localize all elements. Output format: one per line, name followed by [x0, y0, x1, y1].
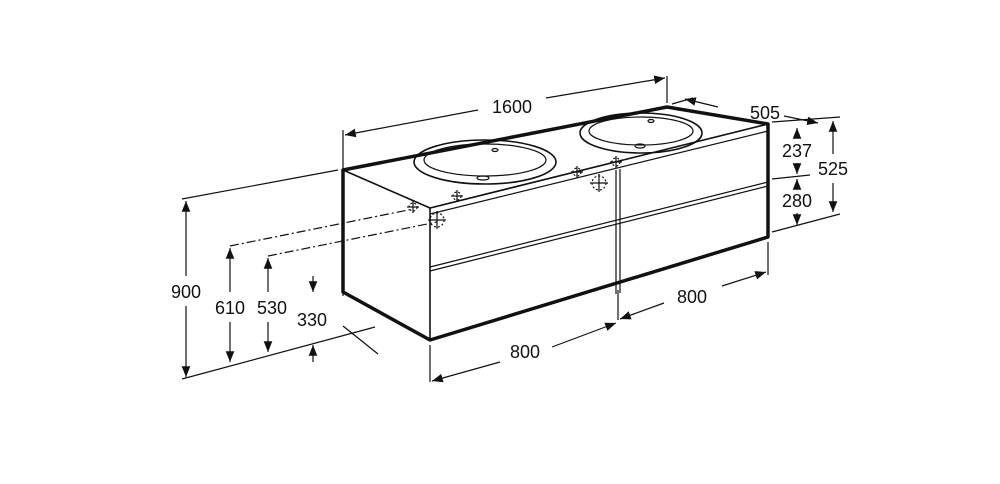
dimension-lines [181, 75, 838, 383]
supply-height-2-label: 530 [257, 298, 287, 318]
drawer-divider [429, 181, 769, 268]
left-basin [413, 139, 557, 185]
right-module-width-label: 800 [677, 287, 707, 307]
depth-label: 505 [750, 103, 780, 123]
supply-height-1-label: 610 [215, 298, 245, 318]
drain-height-label: 330 [297, 310, 327, 330]
right-basin [579, 112, 703, 154]
supply-centerline-2 [267, 221, 438, 257]
bottom-drawer-height-label: 280 [782, 191, 812, 211]
cabinet-height-label: 525 [818, 159, 848, 179]
supply-centerline-1 [229, 208, 414, 247]
extension-lines [181, 76, 841, 382]
connection-markers [407, 156, 622, 229]
left-module-width-label: 800 [510, 342, 540, 362]
height-label: 900 [171, 282, 201, 302]
total-width-label: 1600 [492, 97, 532, 117]
top-drawer-height-label: 237 [782, 141, 812, 161]
countertop-edge [429, 130, 769, 215]
